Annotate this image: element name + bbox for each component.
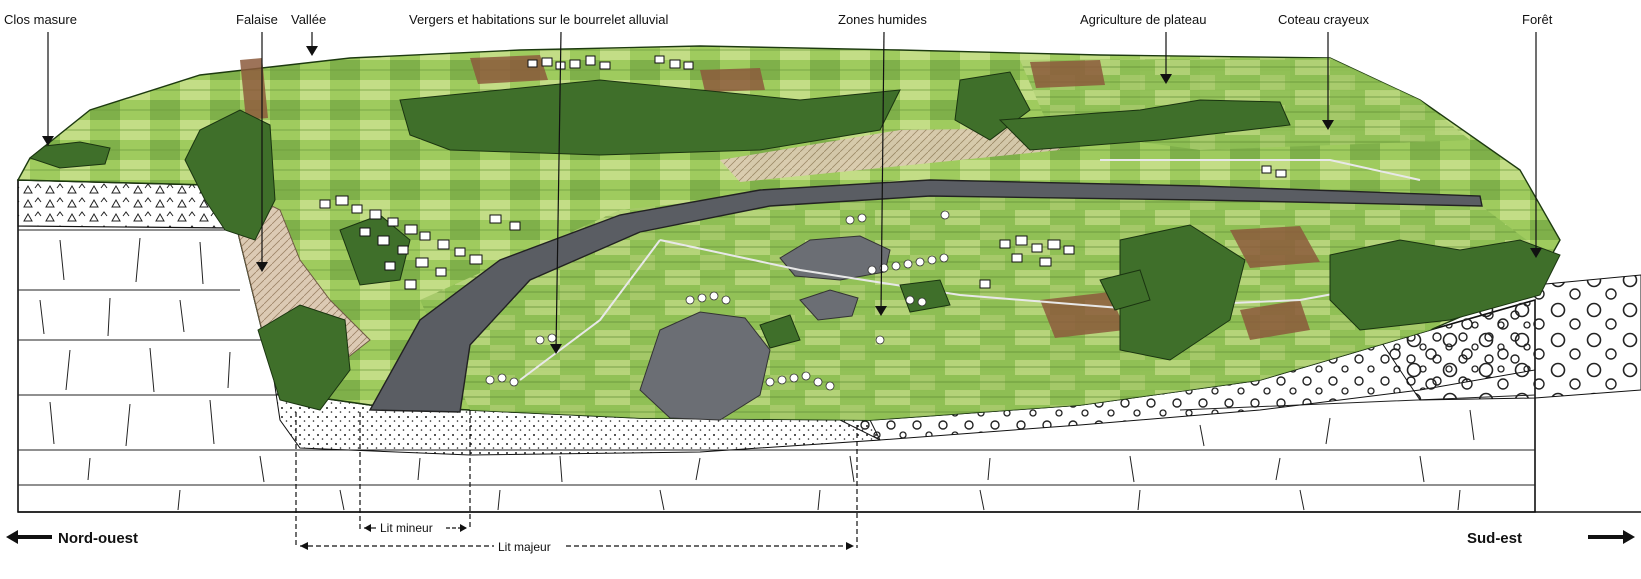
- leader-lines: [47, 31, 1537, 548]
- label-lit-mineur: Lit mineur: [380, 521, 433, 535]
- label-vergers: Vergers et habitations sur le bourrelet …: [409, 12, 669, 27]
- label-sud-est: Sud-est: [1467, 530, 1522, 547]
- label-vallee: Vallée: [291, 12, 326, 27]
- label-lit-majeur: Lit majeur: [498, 540, 551, 554]
- label-falaise: Falaise: [236, 12, 278, 27]
- landscape-surface: [16, 45, 1561, 421]
- arrow-heads: [42, 46, 1542, 354]
- lit-majeur-dimension: Lit majeur: [300, 540, 854, 554]
- label-nord-ouest: Nord-ouest: [58, 530, 138, 547]
- label-clos-masure: Clos masure: [4, 12, 77, 27]
- pond-small: [799, 289, 859, 321]
- forests: [28, 71, 1561, 411]
- pond-large: [639, 311, 771, 421]
- chalk-slope: [720, 128, 1060, 182]
- geology-section: [17, 179, 1641, 513]
- river: [368, 179, 1483, 413]
- pond-upper: [779, 235, 891, 281]
- direction-east: Sud-est: [1467, 530, 1635, 547]
- label-coteau-crayeux: Coteau crayeux: [1278, 12, 1370, 27]
- label-agriculture-plateau: Agriculture de plateau: [1080, 12, 1206, 27]
- lit-mineur-dimension: Lit mineur: [364, 521, 467, 535]
- label-foret: Forêt: [1522, 12, 1553, 27]
- direction-west: Nord-ouest: [6, 530, 138, 547]
- orchards: [485, 210, 950, 391]
- chalk-joints: [18, 229, 1536, 511]
- label-zones-humides: Zones humides: [838, 12, 927, 27]
